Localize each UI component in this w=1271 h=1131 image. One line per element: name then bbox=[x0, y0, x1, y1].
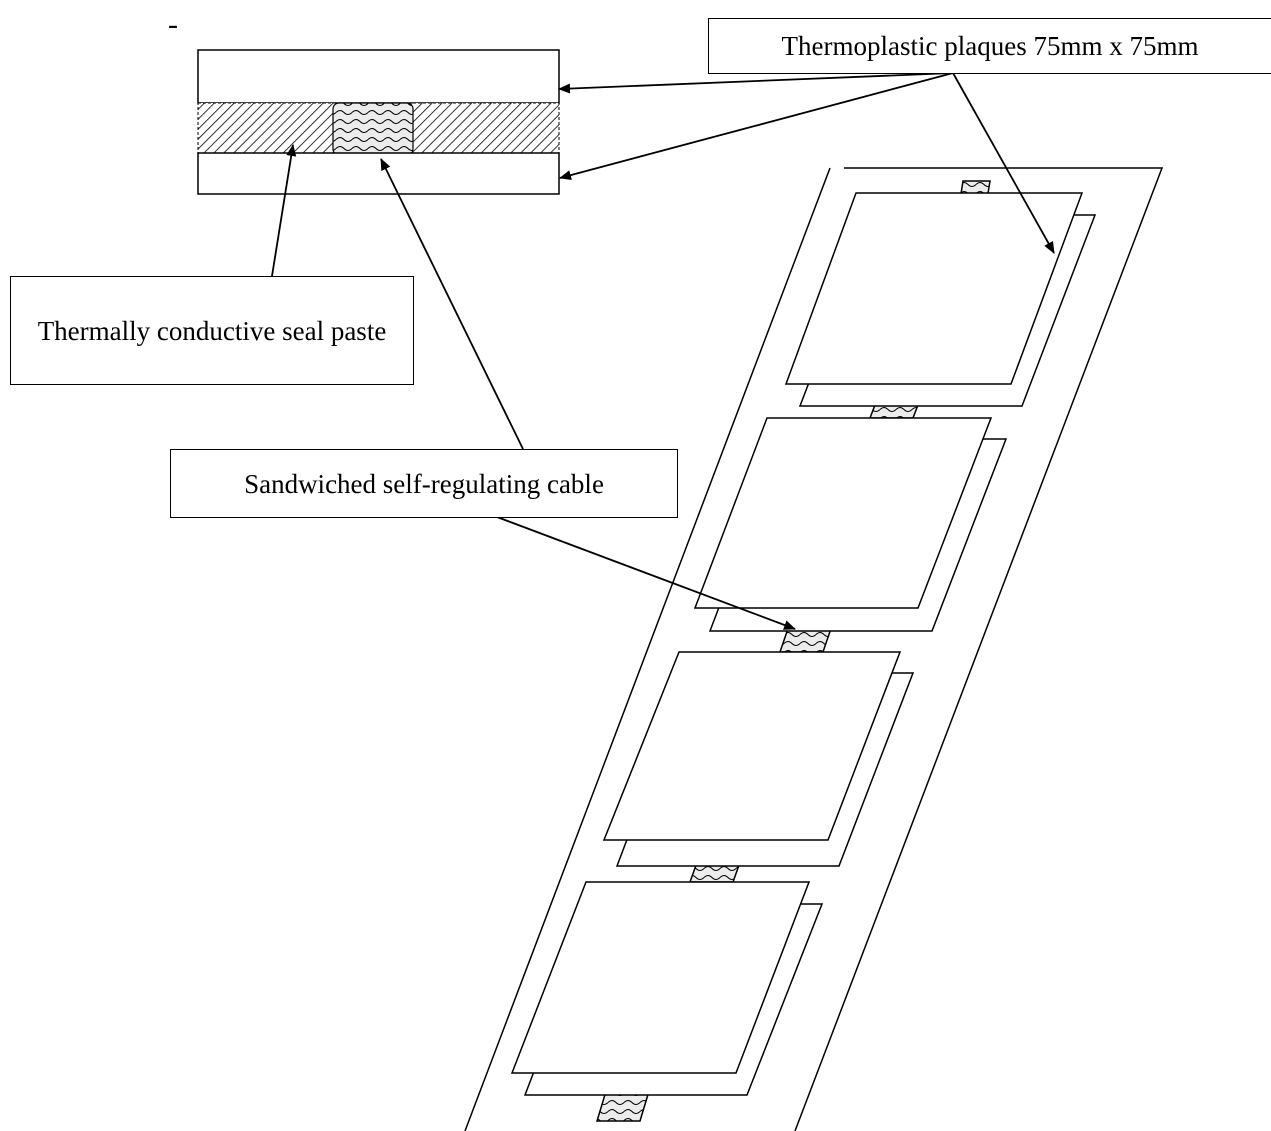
stray-dash-mark: - bbox=[168, 8, 178, 41]
plaque-4-front bbox=[510, 881, 811, 1074]
leader-lines bbox=[271, 72, 1055, 630]
arrow-plaques-to-top-section bbox=[558, 72, 954, 94]
top-plaque-section bbox=[197, 49, 560, 104]
cable-cross-section bbox=[332, 102, 414, 156]
plaque-3-front bbox=[602, 651, 902, 841]
strip-outline bbox=[464, 167, 1164, 1131]
bottom-plaque-section bbox=[197, 152, 560, 195]
arrow-paste-to-layer bbox=[271, 144, 297, 277]
label-self-regulating-cable: Sandwiched self-regulating cable bbox=[170, 449, 678, 518]
label-thermoplastic-plaques: Thermoplastic plaques 75mm x 75mm bbox=[708, 18, 1271, 74]
arrow-cable-to-strip bbox=[496, 516, 796, 630]
perspective-strip-view bbox=[464, 167, 1164, 1131]
cross-section-view bbox=[197, 49, 560, 195]
arrow-plaques-to-bottom-section bbox=[559, 72, 954, 180]
plaque-1-front bbox=[784, 192, 1084, 385]
arrow-cable-to-section bbox=[380, 158, 524, 450]
arrow-plaques-to-strip-plaque bbox=[952, 72, 1055, 254]
plaque-2-front bbox=[693, 417, 993, 609]
label-seal-paste: Thermally conductive seal paste bbox=[10, 276, 414, 385]
